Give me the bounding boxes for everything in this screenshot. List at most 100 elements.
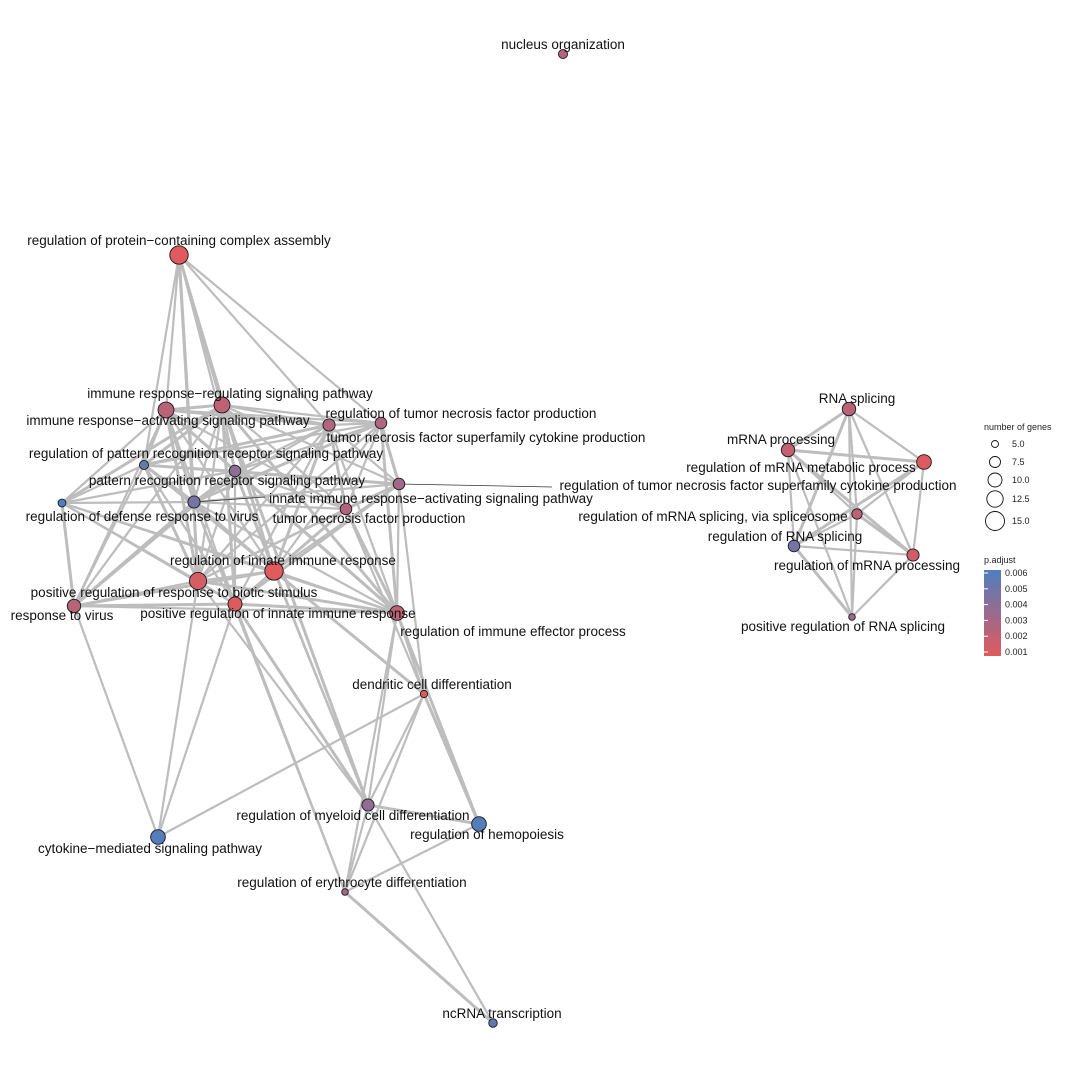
nodes-layer [57, 49, 932, 1028]
edge-reg_immune_effector-reg_erythrocyte [343, 611, 399, 894]
node-label: immune response−regulating signaling pat… [87, 386, 373, 401]
node-mrna-processing [780, 442, 796, 458]
edge-pos_reg_biotic-reg_immune_effector [196, 579, 399, 615]
size-legend-label: 5.0 [1012, 439, 1025, 449]
node-label: innate immune response−activating signal… [269, 491, 593, 506]
node-pos-reg-biotic [188, 571, 208, 591]
edge-immune_regulating-immune_activating [164, 403, 224, 412]
edge-reg_immune_effector-reg_myeloid_diff [366, 611, 399, 807]
edge-reg_erythrocyte-ncrna_transcription [343, 890, 495, 1025]
edge-immune_regulating-reg_tnf_production [220, 403, 383, 425]
edge-immune_activating-tnf_superfamily [164, 408, 331, 427]
color-legend-label: 0.005 [1005, 584, 1028, 594]
node-label: regulation of hemopoiesis [410, 827, 564, 842]
edge-prr_pathway-reg_myeloid_diff [233, 469, 370, 807]
edge-pos_reg_innate-reg_myeloid_diff [233, 602, 370, 807]
edge-pos_reg_biotic-reg_myeloid_diff [196, 579, 370, 807]
node-label: response to virus [11, 608, 114, 623]
node-label: regulation of mRNA metabolic process [686, 460, 916, 475]
node-reg-mrna-metabolic [916, 454, 932, 470]
node-immune-activating [157, 401, 175, 419]
edge-tnf_superfamily-prr_pathway [233, 423, 331, 473]
node-label: tumor necrosis factor superfamily cytoki… [327, 430, 646, 445]
edge-rna_splicing-reg_mrna_processing [847, 407, 915, 557]
node-label: regulation of protein−containing complex… [27, 233, 331, 248]
node-reg-hemopoiesis [471, 816, 487, 832]
edge-reg_protein_complex-reg_prr_pathway [142, 253, 181, 467]
edge-reg_tnf_superfamily-pos_reg_innate [233, 482, 401, 606]
size-legend-circle [986, 490, 1004, 508]
node-reg-prr-pathway [138, 460, 149, 471]
node-reg-innate-immune [264, 561, 284, 581]
color-legend-label: 0.003 [1005, 615, 1028, 625]
edge-dendritic_diff-reg_erythrocyte [343, 692, 426, 894]
node-label: regulation of tumor necrosis factor supe… [560, 478, 957, 493]
edge-mrna_processing-reg_mrna_processing [786, 448, 915, 557]
color-legend-label: 0.006 [1005, 568, 1028, 578]
node-label: RNA splicing [819, 391, 896, 406]
edge-immune_regulating-reg_myeloid_diff [220, 403, 370, 807]
edge-reg_mrna_splicing_spliceosome-reg_rna_splicing [792, 512, 859, 548]
edge-innate_activating-reg_immune_effector [192, 500, 399, 615]
node-reg-tnf-production [374, 416, 388, 430]
edge-reg_tnf_production-reg_innate_immune [272, 421, 383, 573]
edge-immune_regulating-tnf_production [220, 403, 348, 511]
color-legend-title: p.adjust [984, 555, 1016, 565]
node-tnf-production [339, 502, 353, 516]
edge-tnf_superfamily-reg_immune_effector [327, 423, 399, 615]
edge-pos_reg_innate-reg_immune_effector [233, 602, 399, 615]
edge-reg_mrna_processing-pos_reg_rna_splicing [850, 553, 915, 619]
edge-immune_regulating-tnf_superfamily [220, 403, 331, 427]
node-reg-protein-complex [169, 245, 189, 265]
node-pos-reg-rna-splicing [848, 613, 856, 621]
edge-innate_activating-reg_defense_virus [60, 500, 196, 505]
edge-innate_activating-reg_innate_immune [192, 500, 276, 573]
node-prr-pathway [228, 464, 242, 478]
edge-tnf_superfamily-reg_tnf_superfamily [327, 423, 401, 486]
edge-immune_regulating-reg_defense_virus [60, 403, 224, 505]
node-label: positive regulation of response to bioti… [31, 585, 318, 600]
node-label: regulation of myeloid cell differentiati… [236, 808, 469, 823]
legend: number of genes 5.07.510.012.515.0 p.adj… [984, 422, 1052, 657]
edge-innate_activating-pos_reg_biotic [192, 500, 200, 583]
edge-dendritic_diff-cytokine_signaling [156, 692, 426, 839]
size-legend-circle [987, 472, 1003, 488]
size-legend-title: number of genes [984, 422, 1052, 432]
node-label: regulation of pattern recognition recept… [29, 446, 383, 461]
node-label: regulation of erythrocyte differentiatio… [237, 875, 466, 890]
edge-prr_pathway-reg_defense_virus [60, 469, 237, 505]
size-legend-items: 5.07.510.012.515.0 [985, 439, 1030, 531]
node-immune-regulating [213, 396, 231, 414]
size-legend-label: 12.5 [1012, 494, 1030, 504]
node-pos-reg-innate [227, 596, 243, 612]
node-reg-immune-effector [389, 605, 405, 621]
node-ncrna-transcription [488, 1018, 498, 1028]
edge-immune_regulating-reg_immune_effector [220, 403, 399, 615]
edge-reg_tnf_superfamily-reg_immune_effector [395, 482, 401, 615]
node-cytokine-signaling [150, 829, 166, 845]
edge-reg_rna_splicing-reg_mrna_processing [792, 544, 915, 557]
edge-innate_activating-reg_tnf_superfamily [192, 482, 401, 504]
edge-reg_prr_pathway-reg_defense_virus [60, 463, 146, 505]
edge-reg_defense_virus-response_virus [60, 501, 76, 608]
edge-response_virus-cytokine_signaling [72, 604, 160, 839]
node-label: regulation of mRNA processing [774, 558, 960, 573]
size-legend-circle [989, 456, 1001, 468]
size-legend-label: 10.0 [1012, 475, 1030, 485]
node-label: positive regulation of innate immune res… [140, 606, 415, 621]
node-tnf-superfamily [322, 418, 336, 432]
node-reg-tnf-superfamily [392, 477, 406, 491]
node-label: pattern recognition receptor signaling p… [89, 473, 365, 488]
node-reg-rna-splicing [787, 539, 801, 553]
node-reg-mrna-splicing-spliceosome [851, 508, 863, 520]
edge-reg_myeloid_diff-reg_erythrocyte [343, 803, 370, 894]
edge-reg_tnf_superfamily-reg_tnf_production [379, 421, 401, 486]
label-leader-line [193, 496, 266, 503]
edge-reg_tnf_production-tnf_production [344, 421, 383, 511]
edge-reg_myeloid_diff-ncrna_transcription [366, 803, 495, 1025]
node-label: ncRNA transcription [442, 1006, 561, 1021]
edge-innate_activating-response_virus [72, 500, 196, 608]
